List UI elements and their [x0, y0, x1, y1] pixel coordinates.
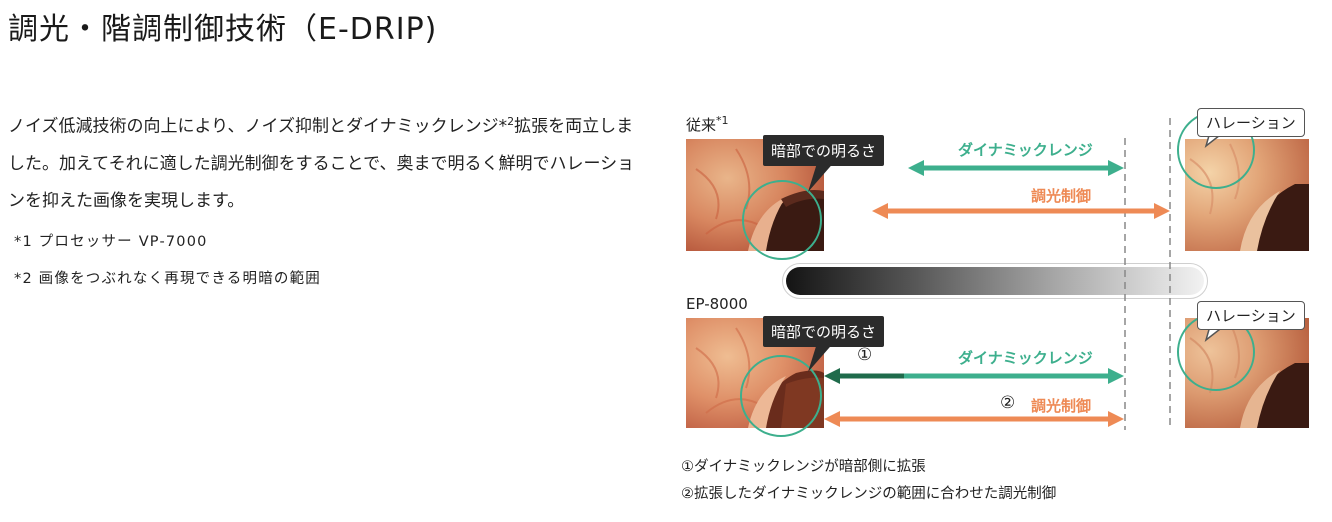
- page-title: 調光・階調制御技術（E-DRIP): [8, 12, 438, 47]
- dynamic-range-label-top: ダイナミックレンジ: [958, 141, 1093, 159]
- dynamic-range-label-bottom: ダイナミックレンジ: [958, 349, 1093, 367]
- dark-brightness-label-top: 暗部での明るさ: [763, 135, 885, 166]
- dark-brightness-label-bottom: 暗部での明るさ: [763, 316, 885, 347]
- brightness-gradient-frame: [782, 263, 1208, 299]
- footnote-2: *2 画像をつぶれなく再現できる明暗の範囲: [14, 271, 321, 287]
- figure-caption-2: ②拡張したダイナミックレンジの範囲に合わせた調光制御: [681, 486, 1057, 502]
- marker-1: ①: [857, 345, 873, 365]
- description-part-2: 拡張を両立しました。加えてそれに適した調光制御をすることで、奥まで明るく鮮明でハ…: [8, 116, 635, 211]
- endoscope-image-conventional-bright: [1185, 139, 1309, 251]
- brightness-gradient-bar: [786, 267, 1204, 295]
- figure-caption-1: ①ダイナミックレンジが暗部側に拡張: [681, 459, 926, 475]
- endoscope-image-ep8000-bright: [1185, 318, 1309, 428]
- conventional-label: 従来*1: [686, 114, 729, 134]
- marker-2: ②: [1000, 393, 1016, 413]
- ep8000-label: EP-8000: [686, 295, 748, 313]
- light-control-label-top: 調光制御: [1031, 187, 1092, 205]
- light-control-label-bottom: 調光制御: [1031, 397, 1092, 415]
- footnote-1: *1 プロセッサー VP-7000: [14, 234, 208, 250]
- description-text: ノイズ低減技術の向上により、ノイズ抑制とダイナミックレンジ*2拡張を両立しました…: [8, 103, 648, 220]
- description-part-1: ノイズ低減技術の向上により、ノイズ抑制とダイナミックレンジ*: [8, 116, 508, 137]
- footnote-ref-2: 2: [507, 115, 515, 128]
- halation-label-bottom: ハレーション: [1197, 301, 1305, 330]
- halation-label-top: ハレーション: [1197, 108, 1305, 137]
